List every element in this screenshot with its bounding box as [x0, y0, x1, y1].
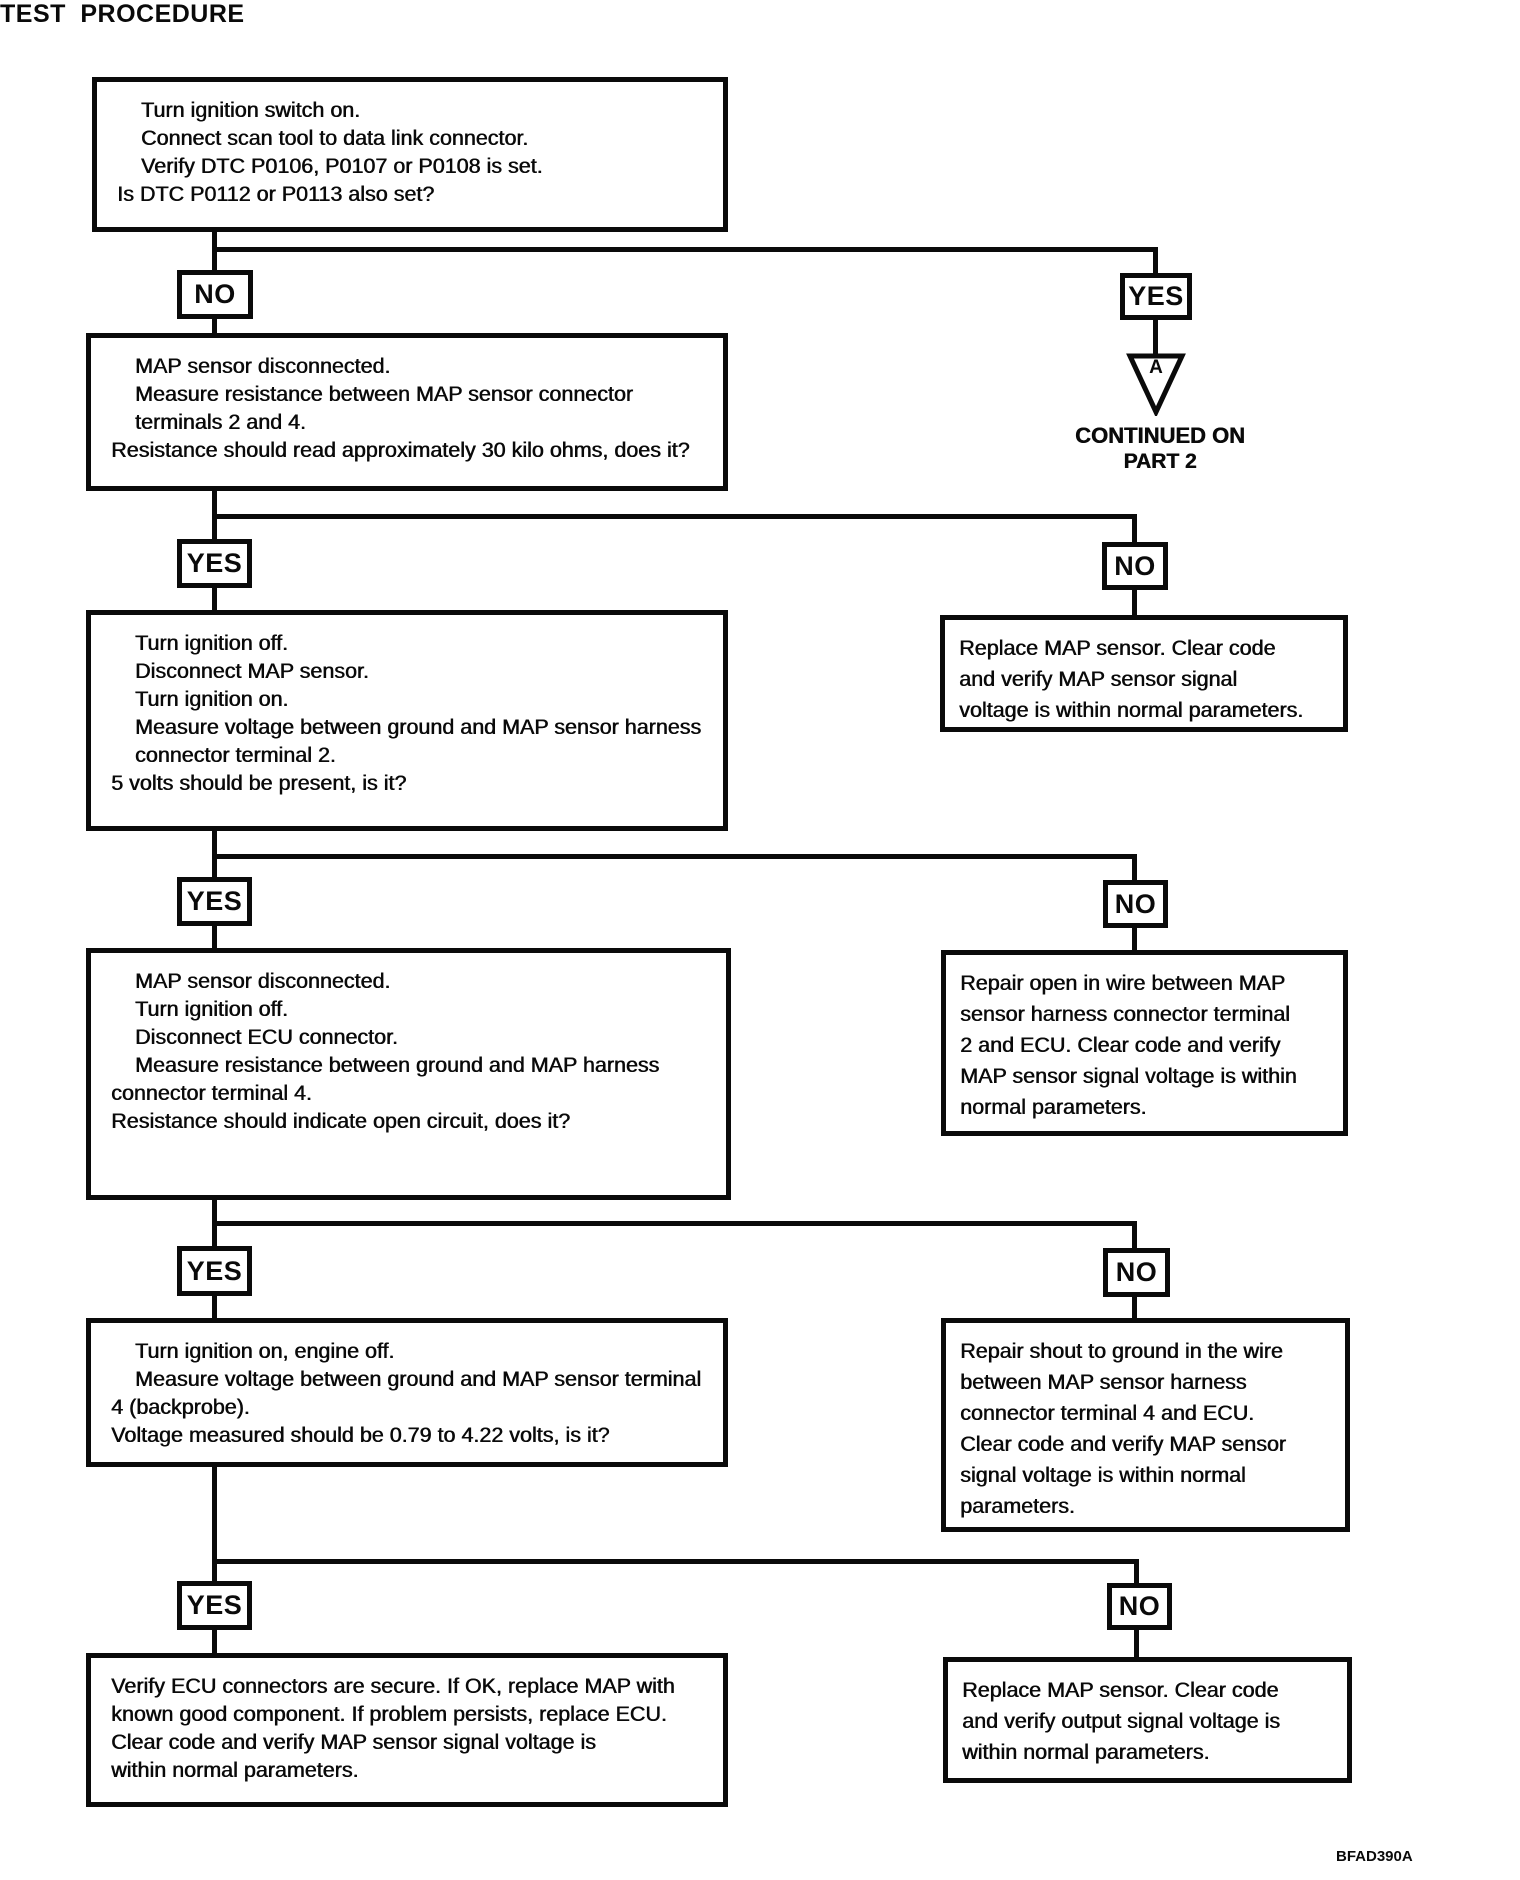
step-box-6: Verify ECU connectors are secure. If OK,… — [86, 1653, 728, 1807]
connector-line-h3 — [212, 854, 1137, 859]
no-label-text: NO — [194, 279, 236, 309]
decision-label-no-1: NO — [177, 270, 253, 319]
decision-label-yes-3: YES — [177, 877, 252, 926]
decision-label-no-2: NO — [1102, 542, 1168, 590]
step-3-text: Turn ignition off. Disconnect MAP sensor… — [111, 631, 702, 795]
decision-label-no-3: NO — [1103, 880, 1168, 928]
result-3-text: Repair shout to ground in the wire betwe… — [960, 1339, 1286, 1518]
continued-on-line2: PART 2 — [1123, 450, 1197, 473]
result-box-3: Repair shout to ground in the wire betwe… — [941, 1318, 1350, 1532]
no-label-text: NO — [1114, 888, 1157, 919]
yes-label-text: YES — [186, 548, 243, 578]
step-5-text: Turn ignition on, engine off. Measure vo… — [111, 1339, 702, 1447]
no-label-text: NO — [1118, 1591, 1161, 1621]
decision-label-yes-4: YES — [177, 1246, 252, 1296]
step-box-5: Turn ignition on, engine off. Measure vo… — [86, 1318, 728, 1467]
yes-label-text: YES — [1128, 281, 1184, 311]
no-label-text: NO — [1114, 550, 1156, 581]
step-box-3: Turn ignition off. Disconnect MAP sensor… — [86, 610, 728, 831]
page-title: TEST PROCEDURE — [0, 0, 245, 28]
step-box-1: Turn ignition switch on. Connect scan to… — [92, 77, 728, 232]
result-1-text: Replace MAP sensor. Clear code and verif… — [959, 636, 1304, 722]
figure-code: BFAD390A — [1336, 1848, 1413, 1865]
yes-label-text: YES — [186, 886, 243, 916]
decision-label-no-4: NO — [1103, 1248, 1170, 1297]
step-1-text: Turn ignition switch on. Connect scan to… — [117, 98, 543, 206]
yes-label-text: YES — [186, 1590, 243, 1620]
result-box-2: Repair open in wire between MAP sensor h… — [941, 950, 1348, 1136]
connector-line-h4 — [212, 1221, 1137, 1226]
connector-line-h1 — [212, 247, 1158, 252]
decision-label-yes-5: YES — [177, 1581, 252, 1630]
step-box-2: MAP sensor disconnected. Measure resista… — [86, 333, 728, 491]
decision-label-yes-1: YES — [1120, 273, 1192, 320]
decision-label-no-5: NO — [1107, 1583, 1172, 1630]
connector-line-h5 — [212, 1559, 1139, 1564]
yes-label-text: YES — [186, 1255, 243, 1286]
step-box-4: MAP sensor disconnected. Turn ignition o… — [86, 948, 731, 1200]
connector-letter: A — [1149, 357, 1163, 378]
off-page-connector-triangle-icon — [1126, 353, 1186, 416]
step-6-text: Verify ECU connectors are secure. If OK,… — [111, 1674, 675, 1782]
continued-on-label: CONTINUED ON PART 2 — [1020, 423, 1300, 474]
result-box-1: Replace MAP sensor. Clear code and verif… — [940, 615, 1348, 732]
step-2-text: MAP sensor disconnected. Measure resista… — [111, 354, 690, 462]
continued-on-line1: CONTINUED ON — [1075, 423, 1245, 448]
connector-line-h2 — [212, 514, 1137, 519]
step-4-text: MAP sensor disconnected. Turn ignition o… — [111, 969, 660, 1133]
result-box-4: Replace MAP sensor. Clear code and verif… — [943, 1657, 1352, 1783]
result-2-text: Repair open in wire between MAP sensor h… — [960, 971, 1297, 1119]
result-4-text: Replace MAP sensor. Clear code and verif… — [962, 1678, 1280, 1764]
no-label-text: NO — [1115, 1257, 1158, 1287]
decision-label-yes-2: YES — [177, 539, 252, 588]
